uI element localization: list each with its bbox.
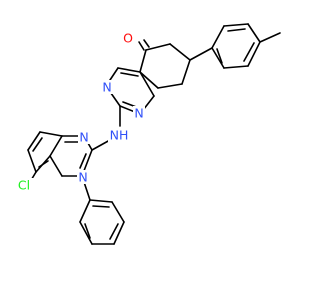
quinazoline-nitrogen-lower: N [78,170,87,185]
bond [27,131,41,151]
molecule-structure: O N N NH N N Cl [14,23,281,245]
bond [113,221,125,245]
bond [223,65,249,69]
bond [181,59,191,85]
quinazoline-nitrogen-upper: N [79,130,88,145]
bond [189,47,213,61]
pyrimidine-nitrogen-lower: N [134,106,143,121]
bond [139,71,155,97]
bond [139,71,159,89]
bond [84,223,91,239]
molecule-canvas: O N N NH N N Cl [14,23,281,245]
bond [139,49,147,73]
bond [169,43,191,61]
bond [211,25,225,49]
bond [92,205,110,208]
amine-nh-label: NH [110,128,129,143]
bond [89,199,113,203]
bond [32,137,43,152]
bond [49,135,63,157]
bond [49,155,63,177]
bond [259,32,281,43]
bond [227,28,246,32]
oxygen-label: O [123,31,133,46]
bond [91,139,111,151]
bond [79,153,87,169]
bond [79,199,91,223]
bond [157,83,183,89]
bond [247,23,261,43]
atom-labels: O N N NH N N Cl [14,30,145,193]
chlorine-label: Cl [18,178,30,193]
bond [117,67,141,73]
bond [223,23,249,27]
bond [216,48,223,64]
bond [211,47,225,69]
bond [243,42,255,62]
bond [79,221,93,245]
pyrimidine-nitrogen-upper: N [102,80,111,95]
bond [38,160,49,168]
bond [247,41,261,67]
bond [109,223,119,240]
bond [27,149,37,173]
bonds [27,23,281,245]
bond [120,72,139,77]
bond [138,41,145,51]
bond [145,43,171,51]
bond [111,201,125,223]
bond [143,39,150,48]
bond [39,131,63,137]
